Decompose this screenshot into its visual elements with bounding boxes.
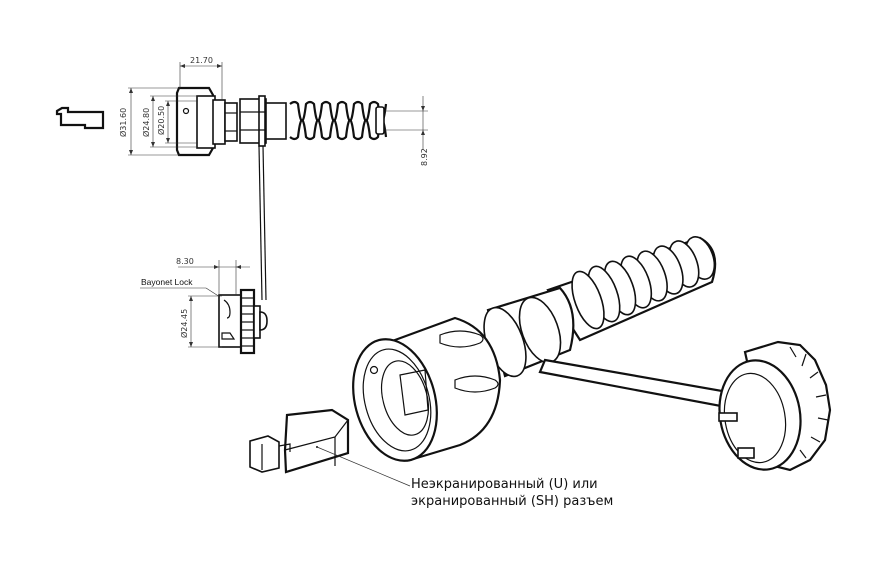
rj45-plug-isometric xyxy=(249,408,411,487)
isometric-bellows xyxy=(546,236,717,342)
cap-isometric-view xyxy=(718,340,832,472)
dim-diameter-outer: Ø31.60 xyxy=(118,108,128,137)
connector-caption: Неэкранированный (U) или экранированный … xyxy=(411,476,613,510)
spring-strain-relief xyxy=(289,100,388,141)
rj45-plug-profile xyxy=(55,106,105,130)
dim-lock-diameter: Ø24.45 xyxy=(179,309,189,338)
connector-isometric-view xyxy=(352,236,747,462)
caption-line-1: Неэкранированный (U) или xyxy=(411,477,598,492)
cap-side-view: 8.30 Bayonet Lock Ø24.45 xyxy=(140,257,268,355)
dim-cable-gland: 8.92 xyxy=(420,148,429,166)
bayonet-lock-callout: Bayonet Lock xyxy=(141,277,193,287)
connector-top-view: 21.70 Ø31.60 Ø24.80 Ø20.50 8.92 xyxy=(118,56,429,301)
caption-line-2: экранированный (SH) разъем xyxy=(411,494,614,509)
dim-diameter-inner: Ø20.50 xyxy=(156,106,166,135)
dim-lock-offset: 8.30 xyxy=(176,257,194,266)
dim-diameter-mid: Ø24.80 xyxy=(141,108,151,137)
dim-length: 21.70 xyxy=(190,56,213,65)
